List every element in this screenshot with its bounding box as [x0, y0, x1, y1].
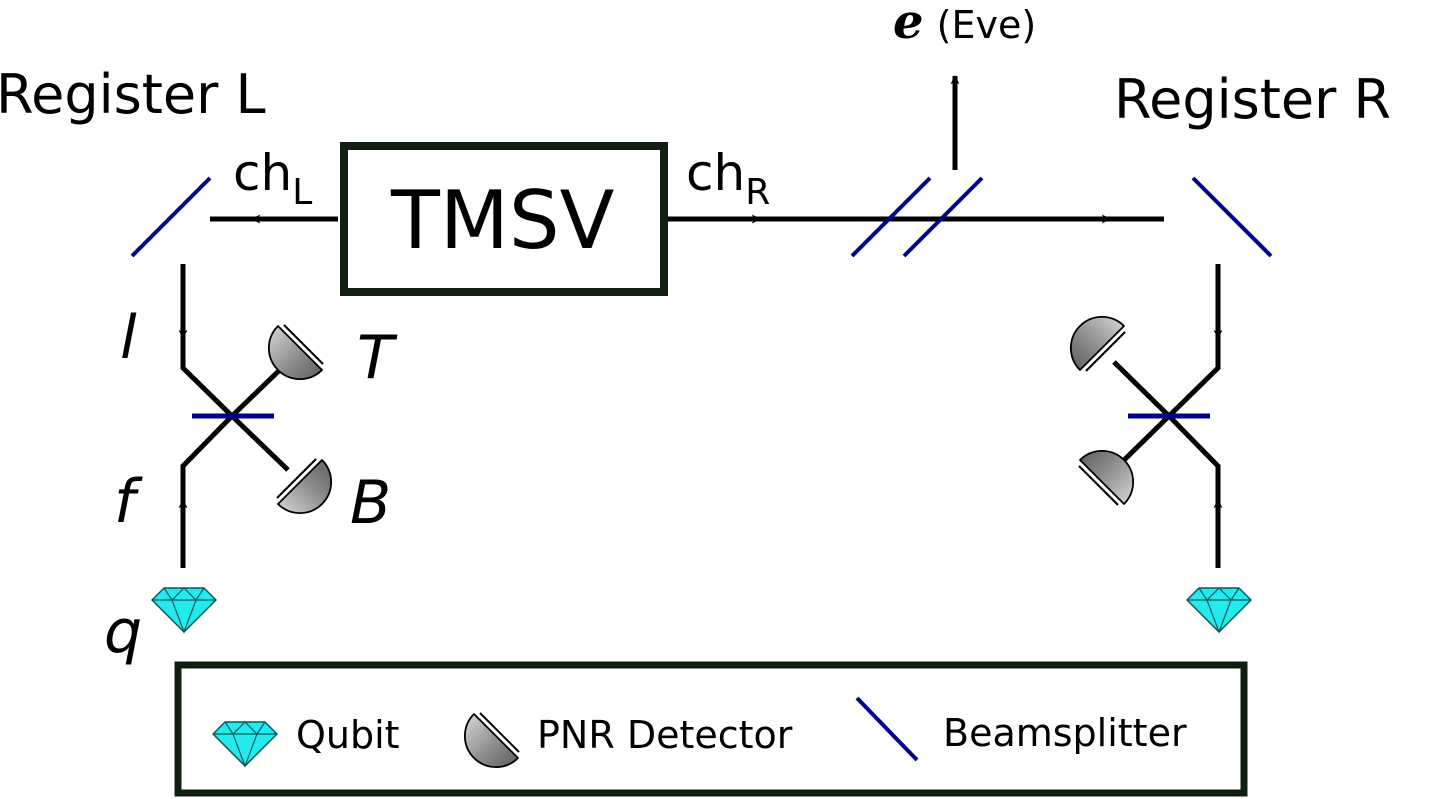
mode-q-label: q — [104, 597, 142, 667]
legend-box — [174, 661, 1248, 797]
left-input-beamsplitter — [130, 176, 212, 258]
left-upper-path — [180, 330, 290, 420]
eve-beamsplitter-1 — [850, 176, 932, 258]
channel-r-label: chR — [686, 144, 770, 213]
eve-label: e (Eve) — [893, 0, 1036, 50]
register-r-title: Register R — [1114, 68, 1391, 131]
legend-qubit-label: Qubit — [296, 713, 400, 757]
right-input-beamsplitter — [1191, 176, 1273, 258]
left-lower-path — [180, 412, 290, 542]
right-upper-path — [1112, 330, 1221, 420]
mode-f-label: f — [114, 467, 143, 537]
tmsv-source-box — [340, 142, 668, 296]
left-qubit-icon — [151, 587, 217, 633]
legend-beamsplitter-label: Beamsplitter — [943, 711, 1187, 755]
tmsv-label: TMSV — [390, 174, 615, 267]
legend-beamsplitter-icon — [855, 696, 919, 762]
register-l-title: Register L — [0, 63, 266, 126]
mode-t-label: T — [357, 323, 398, 393]
channel-l-label: chL — [233, 144, 312, 213]
legend-detector-label: PNR Detector — [537, 713, 793, 757]
mode-l-label: l — [120, 303, 137, 373]
eve-beamsplitter-2 — [902, 176, 984, 258]
right-qubit-icon — [1186, 587, 1252, 633]
mode-b-label: B — [350, 468, 391, 538]
